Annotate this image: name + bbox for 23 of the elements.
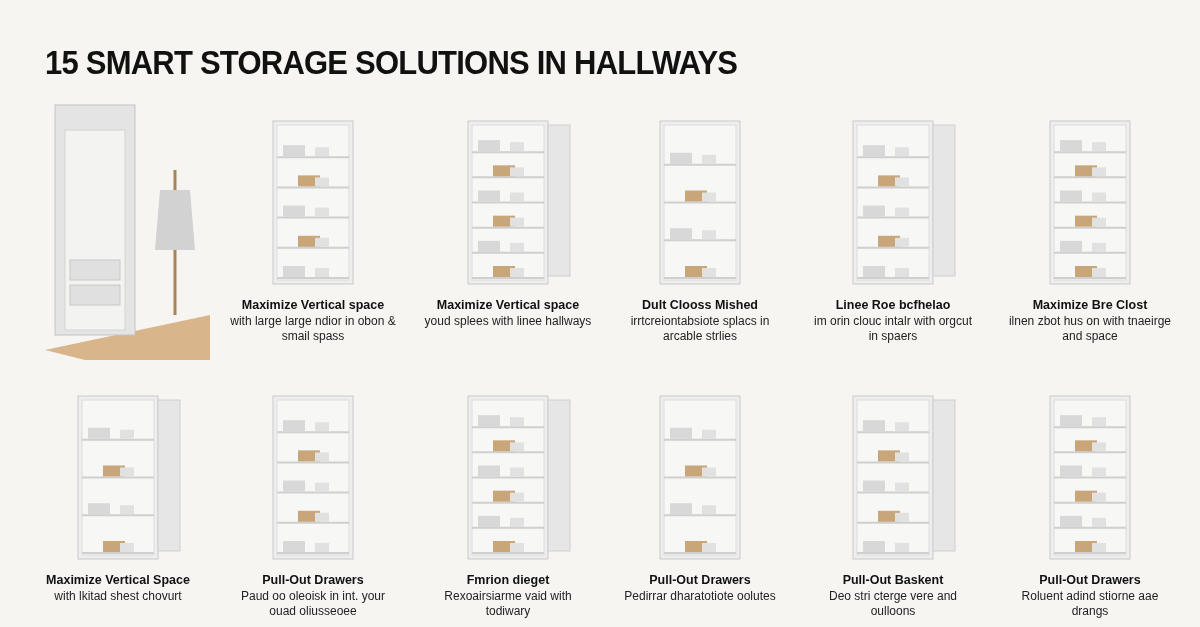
caption-heading: Pull-Out Drawers	[649, 573, 751, 589]
title: 15 SMART STORAGE SOLUTIONS IN HALLWAYS	[45, 42, 738, 84]
caption-text: with lkitad shest chovurt	[54, 588, 182, 604]
caption-heading: Maximize Vertical space	[241, 298, 385, 314]
caption-text: youd splees with linee hallways	[424, 313, 592, 329]
caption-heading: Maximize Vertical space	[436, 298, 580, 314]
caption-text: Paud oo oleoisk in int. your ouad oliusseoee	[239, 588, 387, 619]
caption-text: irrtcreiontabsiote splacs in arcable strlies	[629, 313, 771, 344]
caption-heading: Pull-Out Baskent	[842, 573, 944, 589]
caption-heading: Fmrion dieget	[466, 573, 550, 589]
caption-text: Rexoairsiarme vaid with todiwary	[443, 588, 573, 619]
caption-heading: Linee Roe bcfhelao	[835, 298, 951, 314]
caption-text: with large large ndior in obon & smail spass	[229, 313, 397, 344]
caption-heading: Maximize Vertical Space	[46, 573, 190, 589]
caption-text: Pedirrar dharatotiote oolutes	[624, 588, 776, 604]
caption-heading: Pull-Out Drawers	[262, 573, 364, 589]
caption-heading: Pull-Out Drawers	[1039, 573, 1141, 589]
caption-text: ilnen zbot hus on with tnaeirge and space	[1007, 313, 1173, 344]
caption-heading: Maximize Bre Clost	[1032, 298, 1148, 314]
caption-text: Roluent adind stiorne aae drangs	[1020, 588, 1160, 619]
caption-text: im orin clouc intalr with orgcut in spaers	[812, 313, 974, 344]
caption-heading: Dult Clooss Mished	[642, 298, 758, 314]
caption-text: Deo stri cterge vere and oulloons	[827, 588, 959, 619]
